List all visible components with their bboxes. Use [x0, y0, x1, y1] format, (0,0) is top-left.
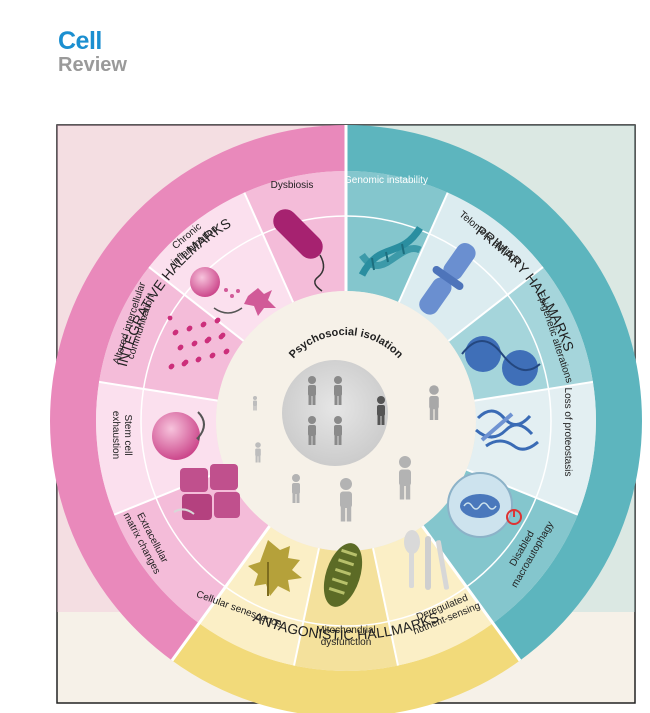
sector-divider [293, 547, 320, 666]
leaf-icon [248, 540, 302, 596]
adult-person-icon [399, 456, 411, 500]
signal-dot [192, 340, 198, 346]
protein-icon [475, 409, 539, 451]
nucleosome-icon [461, 336, 541, 386]
sector-divider [243, 192, 295, 303]
mitochondrial-dysfunction-sector [294, 548, 398, 672]
genomic-instability-sector [346, 171, 448, 303]
signal-dot [187, 325, 193, 331]
sector-divider [372, 547, 399, 666]
altered-intercellular-communication-sector [99, 267, 244, 401]
chromosome-icon [419, 243, 476, 315]
infant-person-icon [253, 396, 257, 411]
svg-text:Stem cell: Stem cell [122, 414, 133, 455]
svg-text:dysfunction: dysfunction [321, 637, 372, 648]
journal-header: Cell Review [58, 28, 127, 76]
dna-icon [358, 226, 423, 277]
signal-dot [169, 363, 175, 369]
signal-dot [167, 315, 173, 321]
stem-cell-exhaustion-label: Stem cell exhaustion [110, 411, 133, 459]
svg-text:Mitochondrial: Mitochondrial [316, 625, 375, 636]
signal-dot [220, 332, 226, 338]
mitochondrion-icon [323, 543, 363, 607]
signal-dot [173, 329, 179, 335]
signal-dot [183, 359, 189, 365]
svg-text:exhaustion: exhaustion [110, 411, 121, 459]
stem-cell-icon [152, 411, 205, 460]
journal-name: Cell [58, 27, 102, 55]
sector-divider [148, 266, 245, 342]
isolated-person-icon [308, 376, 316, 405]
autophagosome-icon [447, 472, 522, 538]
center-circle [282, 360, 388, 466]
signal-dot [196, 356, 202, 362]
cutlery-icon [404, 530, 449, 590]
integrative-outer-band [49, 125, 346, 661]
isolated-person-icon [308, 416, 316, 445]
inflammation-icon [190, 267, 276, 316]
sector-divider [447, 266, 544, 342]
dysbiosis-label: Dysbiosis [271, 180, 314, 191]
signal-dot [201, 321, 207, 327]
deregulated-nutrient-sensing-sector [373, 526, 493, 666]
signal-dot [215, 317, 221, 323]
loss-of-proteostasis-label: Loss of proteostasis [562, 388, 573, 477]
child-person-icon [292, 474, 300, 503]
adult-person-icon [340, 478, 352, 522]
signal-dot [210, 352, 216, 358]
isolated-person-icon [377, 396, 385, 425]
isolated-person-icon [334, 416, 342, 445]
journal-section: Review [58, 54, 127, 76]
group-divider [170, 525, 271, 662]
signal-dot [178, 344, 184, 350]
signal-dot [206, 336, 212, 342]
sector-divider [397, 192, 449, 303]
isolated-person-icon [334, 376, 342, 405]
sector-divider [98, 380, 218, 402]
signal-dot [224, 348, 230, 354]
primary-outer-band [346, 125, 643, 661]
tissue-icon [173, 464, 240, 520]
elderly-person-icon [429, 385, 439, 420]
bacterium-icon [273, 209, 325, 292]
antagonistic-outer-band [172, 623, 520, 713]
sector-divider [474, 380, 594, 402]
toddler-person-icon [255, 442, 261, 463]
signaling-dots-icon [167, 315, 230, 370]
mitochondrial-dysfunction-label: Mitochondrial dysfunction [316, 625, 375, 648]
genomic-instability-label: Genomic instability [344, 175, 428, 186]
